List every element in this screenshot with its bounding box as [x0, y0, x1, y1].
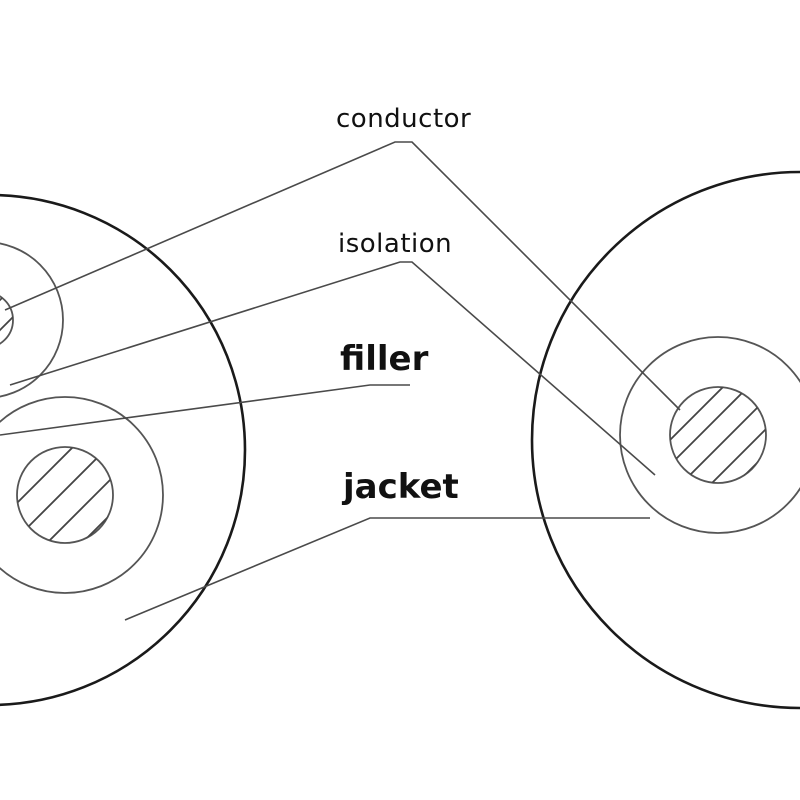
label-filler: filler [340, 339, 429, 379]
left-lower-conductor-hatch [17, 447, 113, 543]
left-cable [0, 193, 247, 707]
left-upper-isolation [0, 242, 64, 398]
leader-jacket [124, 517, 650, 621]
right-isolation [619, 336, 800, 534]
label-conductor: conductor [336, 104, 471, 134]
right-jacket-outline [530, 170, 800, 710]
right-conductor [669, 386, 767, 484]
leader-lines [0, 141, 681, 621]
left-upper-conductor [0, 295, 14, 345]
left-upper-conductor-hatch [0, 292, 13, 348]
left-lower-isolation [0, 396, 164, 594]
leader-isolation [9, 261, 656, 476]
right-cable [530, 170, 800, 710]
left-jacket-outline [0, 193, 247, 707]
label-isolation: isolation [338, 229, 452, 259]
leader-filler [0, 384, 410, 436]
leader-conductor [4, 141, 681, 411]
right-conductor-hatch [670, 387, 766, 483]
label-jacket: jacket [341, 467, 459, 507]
left-lower-conductor [16, 446, 114, 544]
